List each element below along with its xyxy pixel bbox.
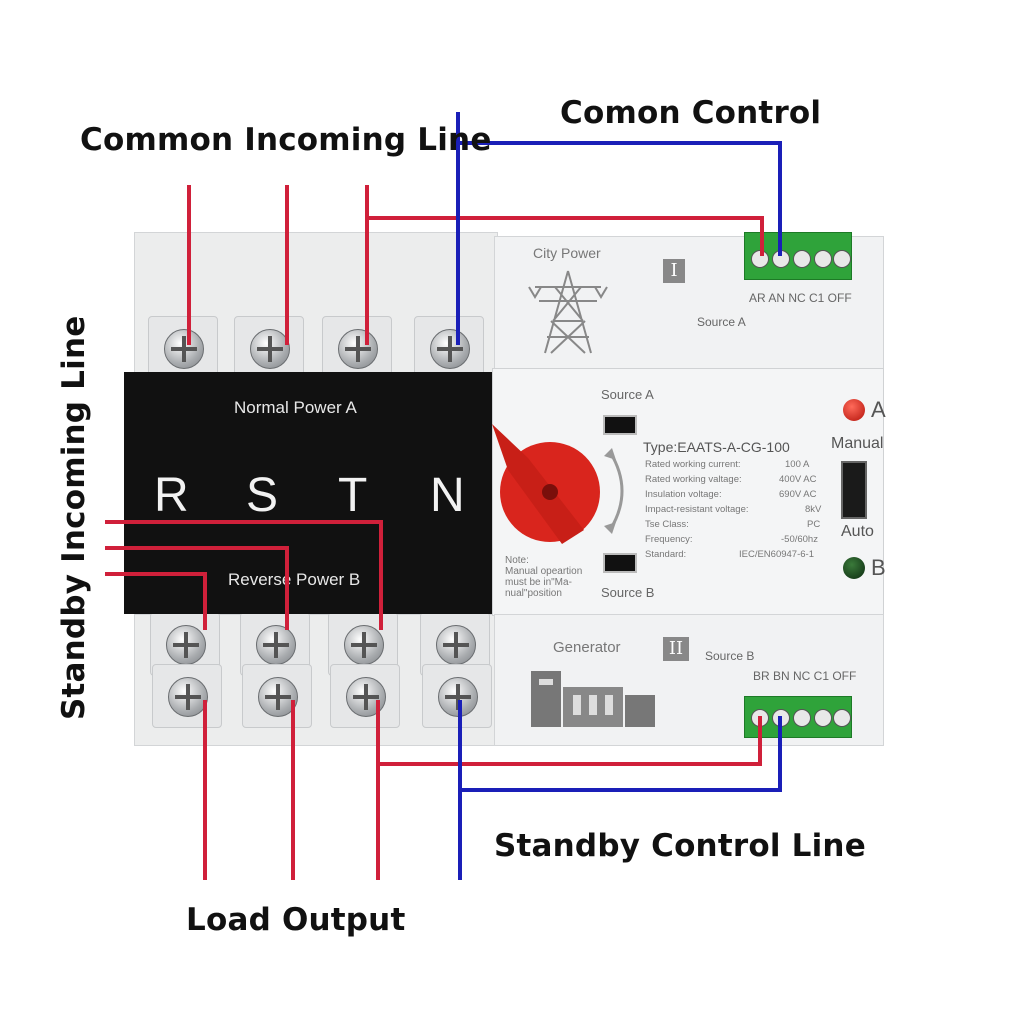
control-terminal-b — [744, 696, 852, 738]
screw-icon — [164, 329, 204, 369]
type-label: Type:EAATS-A-CG-100 — [643, 439, 790, 455]
wire-control-br — [378, 716, 762, 766]
reverse-power-label: Reverse Power B — [228, 570, 361, 589]
generator-label: Generator — [553, 639, 621, 656]
terminal-screw-icon — [833, 250, 851, 268]
spec-label: Standard: — [645, 549, 687, 560]
top-terminal-t — [322, 316, 392, 380]
screw-icon — [166, 625, 206, 665]
spec-label: Rated working current: — [645, 459, 741, 470]
spec-label: Rated working valtage: — [645, 474, 742, 485]
spec-value: 690V AC — [779, 489, 817, 500]
bottom-terminal-labels: BR BN NC C1 OFF — [753, 669, 857, 683]
screw-icon — [346, 677, 386, 717]
city-power-label: City Power — [533, 245, 601, 261]
source-a-window — [603, 415, 637, 435]
panel-source-b: Source B — [601, 585, 655, 600]
front-face-black: Normal Power A R S T N Reverse Power B — [124, 372, 494, 614]
spec-value: IEC/EN60947-6-1 — [739, 549, 814, 560]
standby-incoming-line-label: Standby Incoming Line — [56, 315, 92, 720]
top-terminal-labels: AR AN NC C1 OFF — [749, 291, 852, 305]
bottom-terminal-r-lower — [152, 664, 222, 728]
generator-icon — [531, 671, 655, 727]
common-incoming-line-label: Common Incoming Line — [80, 122, 492, 158]
led-a-label: A — [871, 397, 886, 422]
bottom-terminal-s-lower — [242, 664, 312, 728]
spec-value: 8kV — [805, 504, 822, 515]
auto-label: Auto — [841, 523, 874, 540]
wire-standby-s — [105, 546, 289, 630]
screw-icon — [256, 625, 296, 665]
note-line: Note: — [505, 555, 529, 566]
terminal-screw-icon — [833, 709, 851, 727]
source-i-badge: I — [663, 259, 685, 283]
note-line: must be in"Ma- — [505, 577, 572, 588]
manual-auto-switch[interactable] — [841, 461, 867, 519]
terminal-screw-icon — [793, 709, 811, 727]
top-source-a-label: Source A — [697, 315, 746, 329]
spec-value: 400V AC — [779, 474, 817, 485]
spec-value: 100 A — [785, 459, 810, 470]
screw-icon — [344, 625, 384, 665]
standby-control-line-label: Standby Control Line — [494, 828, 866, 864]
phase-t: T — [338, 469, 368, 522]
comon-control-label: Comon Control — [560, 95, 822, 131]
screw-icon — [168, 677, 208, 717]
screw-icon — [436, 625, 476, 665]
manual-label: Manual — [831, 435, 884, 452]
spec-value: -50/60hz — [781, 534, 818, 545]
spec-label: Insulation voltage: — [645, 489, 722, 500]
spec-label: Tse Class: — [645, 519, 689, 530]
led-b-indicator — [843, 557, 865, 579]
screw-icon — [338, 329, 378, 369]
wire-control-bn-link — [460, 716, 782, 792]
phase-n: N — [430, 469, 465, 522]
spec-label: Frequency: — [645, 534, 693, 545]
manual-handle-knob[interactable] — [488, 414, 618, 554]
phase-r: R — [154, 469, 189, 522]
load-output-label: Load Output — [186, 902, 406, 938]
screw-icon — [430, 329, 470, 369]
wire-standby-r — [105, 520, 383, 630]
wire-control-ar — [367, 216, 764, 256]
spec-value: PC — [807, 519, 821, 530]
power-tower-icon — [528, 270, 608, 354]
terminal-screw-icon — [814, 250, 832, 268]
source-ii-badge: II — [663, 637, 689, 661]
spec-label: Impact-resistant voltage: — [645, 504, 749, 515]
terminal-screw-icon — [814, 709, 832, 727]
phase-s: S — [246, 469, 279, 522]
screw-icon — [250, 329, 290, 369]
note-line: Manual opeartion — [505, 566, 583, 577]
panel-source-a: Source A — [601, 387, 654, 402]
bottom-source-b-label: Source B — [705, 649, 755, 663]
rotate-arrow-icon — [604, 448, 624, 534]
note-line: nual"position — [505, 588, 562, 599]
wire-control-an — [458, 141, 782, 256]
screw-icon — [258, 677, 298, 717]
normal-power-label: Normal Power A — [234, 398, 357, 417]
top-terminal-n — [414, 316, 484, 380]
bottom-terminal-t-lower — [330, 664, 400, 728]
wire-standby-t — [105, 572, 207, 630]
led-a-indicator — [843, 399, 865, 421]
source-b-window — [603, 553, 637, 573]
led-b-label: B — [871, 555, 886, 580]
terminal-screw-icon — [793, 250, 811, 268]
